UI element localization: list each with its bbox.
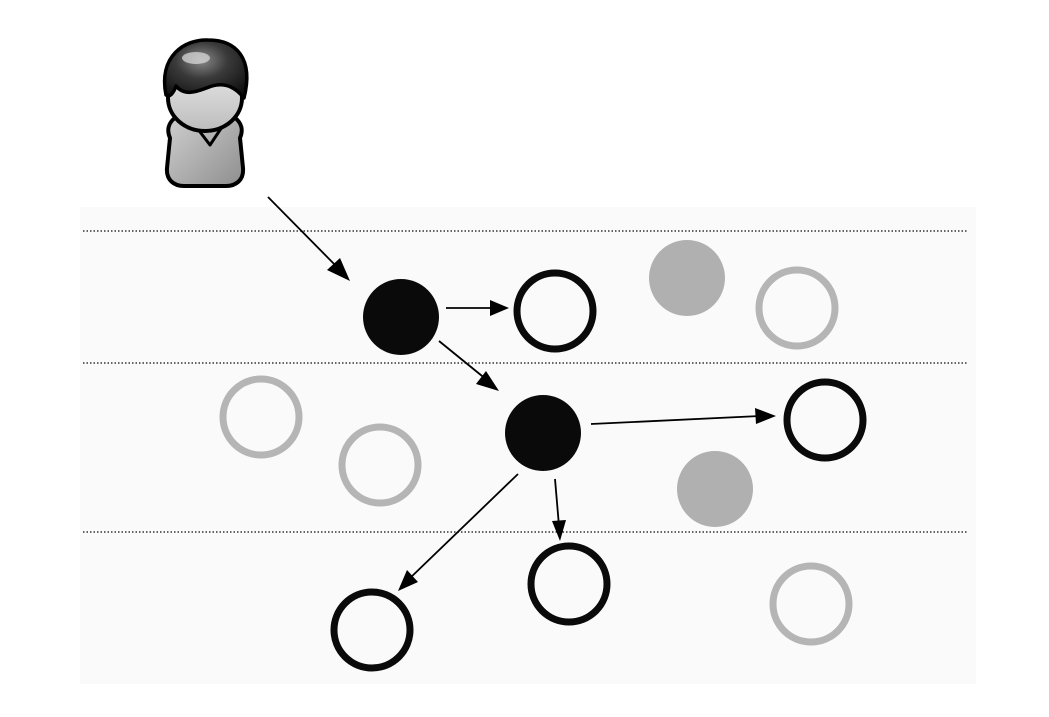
node-frontier xyxy=(513,269,597,353)
node-inactive-filled xyxy=(677,451,753,527)
node-frontier xyxy=(783,378,867,462)
arrowhead xyxy=(552,520,566,541)
edge-node-c-to-node-f xyxy=(407,473,519,581)
arrowhead xyxy=(398,570,418,591)
node-visited xyxy=(505,395,581,471)
arrowhead xyxy=(476,371,499,391)
node-inactive-ring xyxy=(769,562,853,646)
arrowhead xyxy=(327,258,350,281)
arrowhead xyxy=(755,408,776,424)
edge-node-c-to-node-e xyxy=(554,478,560,527)
node-frontier xyxy=(330,588,414,672)
node-inactive-ring xyxy=(219,375,303,459)
edge-user-to-node-a xyxy=(267,196,342,272)
node-inactive-ring xyxy=(755,266,839,350)
node-visited xyxy=(363,279,439,355)
arrowhead xyxy=(490,300,509,316)
node-frontier xyxy=(527,542,611,626)
node-inactive-filled xyxy=(649,240,725,316)
node-inactive-ring xyxy=(338,423,422,507)
edge-node-c-to-node-d xyxy=(590,415,761,425)
edge-node-a-to-node-c xyxy=(438,340,488,381)
user-icon xyxy=(162,38,249,188)
